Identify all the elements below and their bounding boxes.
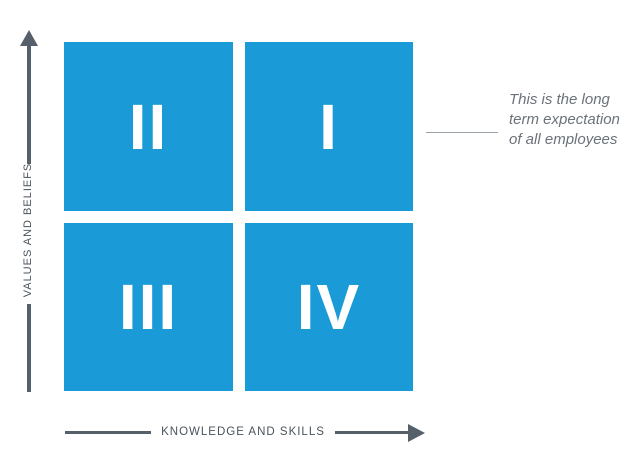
x-axis-arrowhead-icon bbox=[408, 424, 425, 442]
callout-text: This is the long term expectation of all… bbox=[509, 91, 620, 148]
y-axis-arrowhead-icon bbox=[20, 30, 38, 46]
quadrant-label: I bbox=[319, 90, 339, 163]
x-axis-line-left bbox=[65, 431, 151, 434]
callout-connector bbox=[426, 132, 498, 133]
quadrant-label: III bbox=[118, 271, 179, 343]
x-axis-line-right bbox=[335, 431, 413, 434]
y-axis-label: VALUES AND BELIEFS bbox=[22, 162, 34, 298]
quadrant-i: I bbox=[245, 42, 413, 211]
quadrant-iv: IV bbox=[245, 223, 413, 391]
y-axis-line-lower bbox=[27, 304, 31, 392]
quadrant-label: II bbox=[128, 90, 169, 163]
x-axis-label: KNOWLEDGE AND SKILLS bbox=[161, 426, 325, 438]
quadrant-ii: II bbox=[64, 42, 233, 211]
quadrant-label: IV bbox=[296, 271, 362, 343]
quadrant-iii: III bbox=[64, 223, 233, 391]
y-axis-line-upper bbox=[27, 44, 31, 164]
